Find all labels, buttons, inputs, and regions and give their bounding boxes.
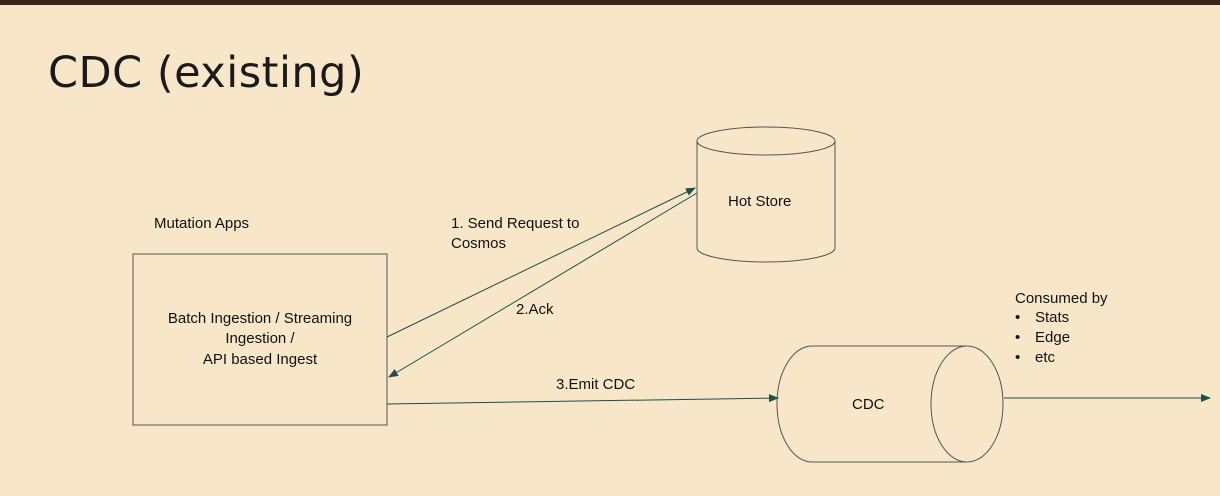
send-request-line-2: Cosmos xyxy=(451,235,507,253)
cdc-label: CDC xyxy=(852,396,885,413)
consumer-list: Stats Edge etc xyxy=(1015,308,1070,368)
emit-cdc-label: 3.Emit CDC xyxy=(556,376,636,393)
hot-store-cylinder xyxy=(696,126,836,263)
ingestion-line-1: Batch Ingestion / Streaming xyxy=(167,310,353,327)
ingestion-box-text: Batch Ingestion / Streaming Ingestion / … xyxy=(133,309,387,370)
emit-cdc-arrow xyxy=(386,394,779,405)
send-request-label: 1. Send Request to Cosmos xyxy=(451,214,579,255)
consumer-item-edge: Edge xyxy=(1015,328,1070,348)
send-request-line-1: 1. Send Request to xyxy=(451,215,580,232)
cdc-cylinder xyxy=(776,345,1004,463)
ingestion-box xyxy=(132,253,388,426)
consumer-item-etc: etc xyxy=(1015,348,1070,368)
ack-label: 2.Ack xyxy=(516,301,554,318)
consumed-by-heading: Consumed by xyxy=(1015,290,1108,307)
slide-title: CDC (existing) xyxy=(48,48,365,98)
top-border xyxy=(0,0,1220,5)
ingestion-line-2: Ingestion / xyxy=(225,330,295,348)
send-request-arrow xyxy=(386,187,696,338)
consumer-item-stats: Stats xyxy=(1015,308,1070,328)
ingestion-line-3: API based Ingest xyxy=(202,350,318,368)
mutation-apps-label: Mutation Apps xyxy=(154,215,250,232)
ack-arrow xyxy=(388,192,698,378)
hot-store-label: Hot Store xyxy=(728,193,792,210)
